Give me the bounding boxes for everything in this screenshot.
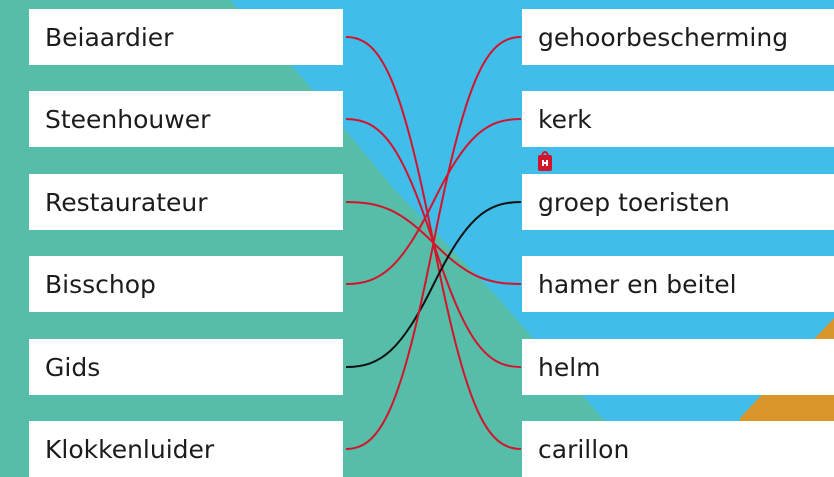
left-item-label: Gids bbox=[45, 352, 101, 382]
right-item-label: carillon bbox=[538, 434, 630, 464]
right-item-label: gehoorbescherming bbox=[538, 22, 789, 52]
left-item-label: Restaurateur bbox=[45, 187, 208, 217]
right-item-hamer-en-beitel[interactable]: hamer en beitel bbox=[522, 256, 834, 312]
right-item-gehoorbescherming[interactable]: gehoorbescherming bbox=[522, 9, 834, 65]
right-item-label: helm bbox=[538, 352, 601, 382]
right-item-groep-toeristen[interactable]: groep toeristen bbox=[522, 174, 834, 230]
right-item-label: kerk bbox=[538, 104, 592, 134]
right-item-kerk[interactable]: kerk bbox=[522, 91, 834, 147]
right-item-carillon[interactable]: carillon bbox=[522, 421, 834, 477]
left-item-label: Beiaardier bbox=[45, 22, 174, 52]
left-item-bisschop[interactable]: Bisschop bbox=[29, 256, 343, 312]
left-item-klokkenluider[interactable]: Klokkenluider bbox=[29, 421, 343, 477]
right-item-label: groep toeristen bbox=[538, 187, 730, 217]
left-item-label: Klokkenluider bbox=[45, 434, 215, 464]
red-bag-icon bbox=[538, 151, 552, 171]
left-item-beiaardier[interactable]: Beiaardier bbox=[29, 9, 343, 65]
right-item-helm[interactable]: helm bbox=[522, 339, 834, 395]
left-item-label: Steenhouwer bbox=[45, 104, 211, 134]
left-item-label: Bisschop bbox=[45, 269, 156, 299]
left-item-gids[interactable]: Gids bbox=[29, 339, 343, 395]
right-item-label: hamer en beitel bbox=[538, 269, 737, 299]
left-item-restaurateur[interactable]: Restaurateur bbox=[29, 174, 343, 230]
left-item-steenhouwer[interactable]: Steenhouwer bbox=[29, 91, 343, 147]
